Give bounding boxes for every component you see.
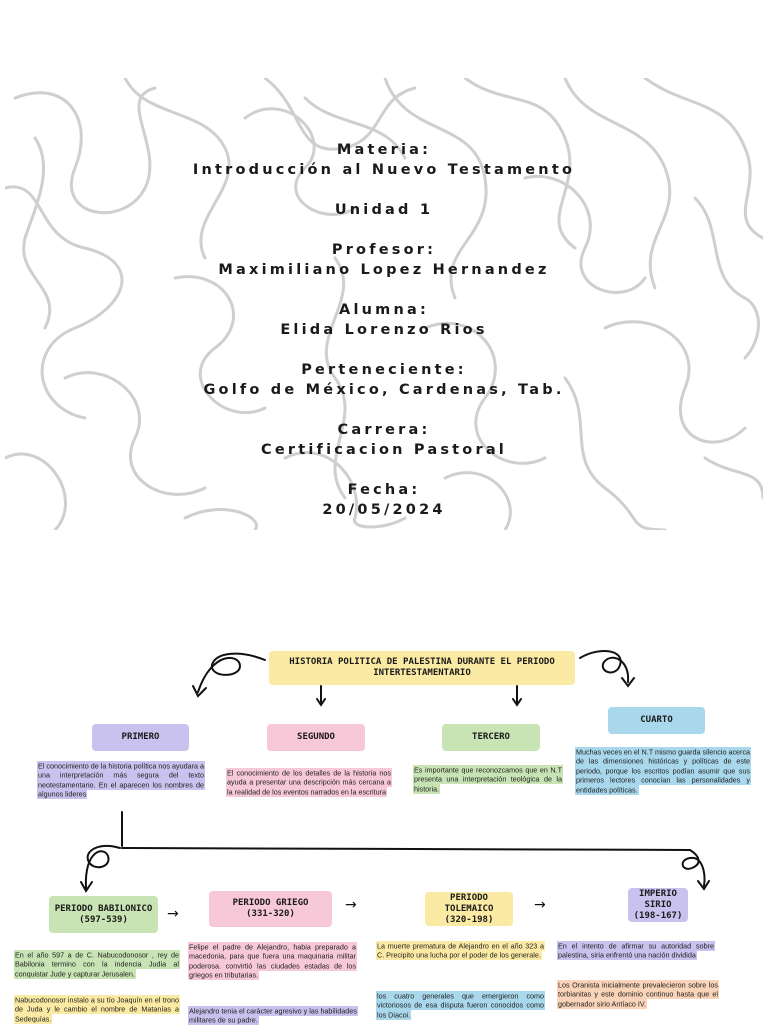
note-babilonico-2-text: Nabucodonosor instalo a su tío Joaquín e…	[14, 995, 180, 1024]
student-block: Alumna: Elida Lorenzo Rios	[5, 300, 763, 340]
period-babilonico-label: PERIODO BABILONICO	[55, 904, 153, 915]
note-babilonico-1-text: En el año 597 a de C. Nabucodonosor , re…	[14, 950, 180, 979]
location-value: Golfo de México, Cardenas, Tab.	[5, 380, 763, 400]
note-sirio-1-text: En el intento de afirmar su autoridad so…	[557, 941, 715, 961]
note-cuarto: Muchas veces en el N.T mismo guarda sile…	[575, 747, 751, 795]
node-tercero-label: TERCERO	[472, 732, 510, 743]
location-label: Perteneciente:	[5, 360, 763, 380]
note-babilonico-1: En el año 597 a de C. Nabucodonosor , re…	[14, 950, 180, 979]
period-tolemaico-dates: (320-198)	[445, 915, 494, 926]
title-text: HISTORIA POLITICA DE PALESTINA DURANTE E…	[277, 657, 567, 679]
period-babilonico: PERIODO BABILONICO (597-539)	[49, 896, 158, 933]
career-value: Certificacion Pastoral	[5, 440, 763, 460]
subject-label: Materia:	[5, 140, 763, 160]
period-sirio-dates: (198-167)	[634, 911, 683, 922]
cover-text: Materia: Introducción al Nuevo Testament…	[5, 140, 763, 530]
note-primero-text: El conocimiento de la historia política …	[37, 761, 205, 800]
date-label: Fecha:	[5, 480, 763, 500]
concept-map: HISTORIA POLITICA DE PALESTINA DURANTE E…	[0, 620, 768, 1024]
period-babilonico-dates: (597-539)	[79, 915, 128, 926]
period-griego-label: PERIODO GRIEGO	[233, 898, 309, 909]
period-sirio: IMPERIO SIRIO (198-167)	[628, 888, 688, 922]
note-tolemaico-1: La muerte prematura de Alejandro en el a…	[376, 941, 545, 960]
note-griego-1: Felipe el padre de Alejandro, habia prep…	[188, 942, 357, 980]
node-segundo: SEGUNDO	[267, 724, 365, 751]
note-tolemaico-1-text: La muerte prematura de Alejandro en el a…	[376, 941, 545, 961]
node-primero-label: PRIMERO	[122, 732, 160, 743]
note-griego-2-text: Alejandro tenia el carácter agresivo y l…	[188, 1006, 358, 1025]
student-value: Elida Lorenzo Rios	[5, 320, 763, 340]
note-griego-2: Alejandro tenia el carácter agresivo y l…	[188, 1006, 357, 1025]
note-segundo: El conocimiento de los detalles de la hi…	[226, 768, 392, 797]
note-sirio-2: Los Oranista inicialmente prevalecieron …	[557, 980, 719, 1009]
arrow-right-icon: →	[167, 906, 179, 922]
node-primero: PRIMERO	[92, 724, 189, 751]
period-tolemaico-label: PERIODO TOLEMAICO	[425, 893, 513, 915]
note-tercero-text: Es importante que reconozcamos que en N.…	[413, 765, 563, 794]
arrow-right-icon: →	[345, 897, 357, 913]
note-babilonico-2: Nabucodonosor instalo a su tío Joaquín e…	[14, 995, 180, 1024]
cover-page: Materia: Introducción al Nuevo Testament…	[5, 78, 763, 530]
note-sirio-2-text: Los Oranista inicialmente prevalecieron …	[557, 980, 719, 1009]
period-griego: PERIODO GRIEGO (331-320)	[209, 891, 332, 927]
professor-block: Profesor: Maximiliano Lopez Hernandez	[5, 240, 763, 280]
unit-label: Unidad 1	[5, 200, 763, 220]
arrow-right-icon: →	[534, 897, 546, 913]
note-tercero: Es importante que reconozcamos que en N.…	[413, 765, 563, 794]
subject-block: Materia: Introducción al Nuevo Testament…	[5, 140, 763, 180]
date-block: Fecha: 20/05/2024	[5, 480, 763, 520]
location-block: Perteneciente: Golfo de México, Cardenas…	[5, 360, 763, 400]
node-segundo-label: SEGUNDO	[297, 732, 335, 743]
date-value: 20/05/2024	[5, 500, 763, 520]
note-primero: El conocimiento de la historia política …	[37, 761, 205, 799]
period-sirio-label: IMPERIO SIRIO	[628, 889, 688, 911]
node-tercero: TERCERO	[442, 724, 540, 751]
note-griego-1-text: Felipe el padre de Alejandro, habia prep…	[188, 942, 357, 981]
node-cuarto: CUARTO	[608, 707, 705, 734]
title-box: HISTORIA POLITICA DE PALESTINA DURANTE E…	[269, 651, 575, 685]
unit-block: Unidad 1	[5, 200, 763, 220]
career-label: Carrera:	[5, 420, 763, 440]
student-label: Alumna:	[5, 300, 763, 320]
subject-value: Introducción al Nuevo Testamento	[5, 160, 763, 180]
note-cuarto-text: Muchas veces en el N.T mismo guarda sile…	[575, 747, 751, 795]
note-sirio-1: En el intento de afirmar su autoridad so…	[557, 941, 715, 960]
note-tolemaico-2-text: los cuatro generales que emergieron como…	[376, 991, 545, 1020]
career-block: Carrera: Certificacion Pastoral	[5, 420, 763, 460]
node-cuarto-label: CUARTO	[640, 715, 673, 726]
period-griego-dates: (331-320)	[246, 909, 295, 920]
professor-value: Maximiliano Lopez Hernandez	[5, 260, 763, 280]
period-tolemaico: PERIODO TOLEMAICO (320-198)	[425, 892, 513, 926]
professor-label: Profesor:	[5, 240, 763, 260]
note-segundo-text: El conocimiento de los detalles de la hi…	[226, 768, 392, 797]
note-tolemaico-2: los cuatro generales que emergieron como…	[376, 991, 545, 1020]
